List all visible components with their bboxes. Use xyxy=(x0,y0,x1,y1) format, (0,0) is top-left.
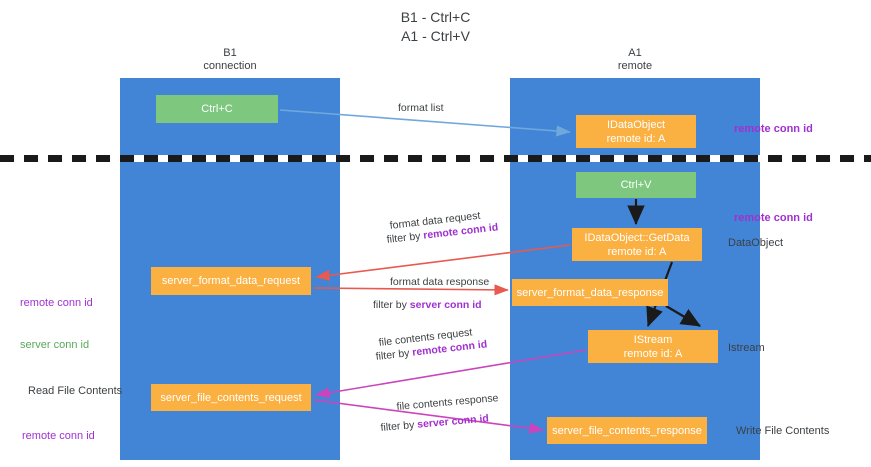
node-server-file-contents-response[interactable]: server_file_contents_response xyxy=(547,417,707,444)
swimlane-a1-bottom xyxy=(510,162,760,460)
node-istream[interactable]: IStream remote id: A xyxy=(588,330,718,363)
filter-prefix: filter by xyxy=(375,346,414,363)
edge-label-file-contents-response-filter: filter by server conn id xyxy=(380,412,489,435)
annotation-left-bottom: remote conn id server conn id xyxy=(22,401,95,467)
annotation-server-conn-id: server conn id xyxy=(20,339,90,351)
node-server-file-contents-request[interactable]: server_file_contents_request xyxy=(151,384,311,411)
filter-prefix: filter by xyxy=(380,418,418,434)
edge-label-format-data-response-filter: filter by server conn id xyxy=(373,298,482,312)
annotation-read-file-contents: Read File Contents xyxy=(28,385,123,397)
column-header-a1: A1 remote xyxy=(617,47,653,72)
filter-prefix: filter by xyxy=(373,299,410,311)
node-ctrl-v[interactable]: Ctrl+V xyxy=(576,172,696,198)
node-server-format-data-request[interactable]: server_format_data_request xyxy=(151,267,311,295)
filter-prefix: filter by xyxy=(386,229,425,246)
annotation-remote-conn-id-top: remote conn id xyxy=(734,123,813,135)
node-ctrl-c[interactable]: Ctrl+C xyxy=(156,95,278,123)
annotation-remote-conn-id-mid: remote conn id xyxy=(734,212,813,224)
edge-label-file-contents-response: file contents response xyxy=(396,392,499,413)
filter-value-server-conn-id: server conn id xyxy=(416,412,490,431)
annotation-remote-conn-id: remote conn id xyxy=(20,297,93,309)
annotation-dataobject: DataObject xyxy=(728,237,784,249)
edge-label-format-list: format list xyxy=(398,102,444,114)
node-idataobject-getdata[interactable]: IDataObject::GetData remote id: A xyxy=(572,228,702,261)
annotation-write-file-contents: Write File Contents xyxy=(736,425,830,437)
annotation-remote-conn-id: remote conn id xyxy=(22,430,95,442)
node-idataobject[interactable]: IDataObject remote id: A xyxy=(576,115,696,148)
annotation-left-mid: remote conn id server conn id xyxy=(20,268,93,380)
swimlane-b1-bottom xyxy=(120,162,340,460)
edge-label-format-data-response: format data response xyxy=(390,276,490,288)
diagram-title: B1 - Ctrl+C A1 - Ctrl+V xyxy=(400,9,471,44)
phase-divider xyxy=(0,155,871,162)
column-header-b1: B1 connection xyxy=(203,47,257,72)
filter-value-server-conn-id: server conn id xyxy=(409,299,482,311)
node-server-format-data-response[interactable]: server_format_data_response xyxy=(512,279,668,306)
annotation-istream: Istream xyxy=(728,342,765,354)
